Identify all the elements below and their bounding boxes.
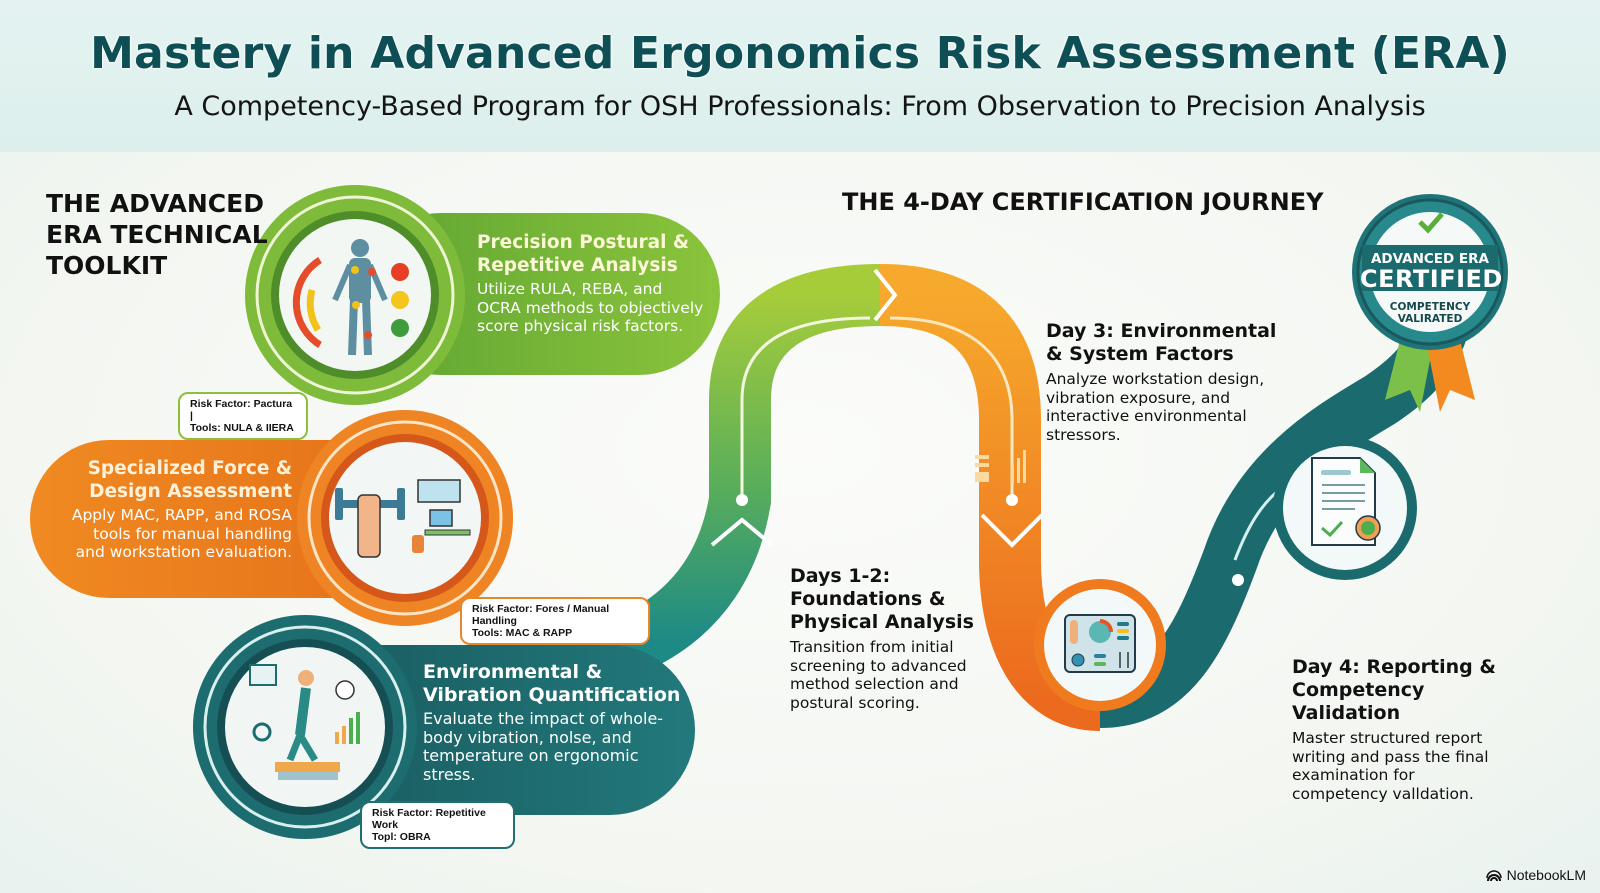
tag-tools: Topl: OBRA <box>372 831 431 843</box>
module-description: Utilize RULA, REBA, and OCRA methods to … <box>477 280 704 335</box>
module-description: Evaluate the impact of whole-body vibrat… <box>423 709 664 784</box>
brand-label: NotebookLM <box>1506 867 1586 883</box>
tag-risk-factor: Risk Factor: Fores / Manual Handling <box>472 603 610 627</box>
vibration-platform-icon <box>249 664 360 780</box>
module-title: Precision Postural & Repetitive Analysis <box>477 232 690 276</box>
notebooklm-logo-icon <box>1485 870 1502 882</box>
page-subtitle: A Competency-Based Program for OSH Profe… <box>174 91 1426 122</box>
journey-stage-days-1-2: Days 1-2: Foundations & Physical Analysi… <box>790 565 1000 712</box>
stage-title: Day 3: Environmental & System Factors <box>1046 320 1277 365</box>
tag-tools: Tools: NULA & IIERA <box>190 422 294 434</box>
module-force-design: Specialized Force & Design Assessment Ap… <box>62 457 292 562</box>
risk-factor-tag: Risk Factor: Pactura | Tools: NULA & IIE… <box>178 392 308 440</box>
tag-tools: Tools: MAC & RAPP <box>472 627 573 639</box>
toolkit-heading: THE ADVANCED ERA TECHNICAL TOOLKIT <box>46 189 268 280</box>
body-posture-risk-icon <box>292 239 409 356</box>
certification-badge <box>1352 194 1508 412</box>
journey-stage-day-3: Day 3: Environmental & System Factors An… <box>1046 320 1286 444</box>
journey-stage-day-4: Day 4: Reporting & Competency Validation… <box>1292 656 1507 803</box>
stage-description: Master structured report writing and pas… <box>1292 729 1489 803</box>
module-title: Environmental & Vibration Quantification <box>423 661 681 706</box>
dumbbell-workstation-icon <box>335 479 471 558</box>
environment-control-panel-icon <box>1034 579 1166 711</box>
stage-title: Day 4: Reporting & Competency Validation <box>1292 656 1496 724</box>
notebooklm-brand: NotebookLM <box>1485 867 1586 883</box>
module-title: Specialized Force & Design Assessment <box>87 458 292 502</box>
page-title: Mastery in Advanced Ergonomics Risk Asse… <box>90 28 1510 79</box>
module-postural-analysis: Precision Postural & Repetitive Analysis… <box>477 231 707 336</box>
badge-line-3: COMPETENCY VALIRATED <box>1389 301 1471 325</box>
tag-risk-factor: Risk Factor: Pactura | <box>190 398 293 422</box>
certified-report-icon <box>1273 436 1417 580</box>
module-description: Apply MAC, RAPP, and ROSA tools for manu… <box>71 506 292 561</box>
journey-heading: THE 4-DAY CERTIFICATION JOURNEY <box>842 188 1324 216</box>
risk-factor-tag: Risk Factor: Repetitive Work Topl: OBRA <box>360 801 515 849</box>
stage-description: Transition from initial screening to adv… <box>790 638 967 712</box>
stage-description: Analyze workstation design, vibration ex… <box>1046 370 1265 444</box>
module-environment-vibration: Environmental & Vibration Quantification… <box>423 661 683 784</box>
badge-line-1: ADVANCED ERA <box>1370 251 1490 267</box>
header-banner <box>0 0 1600 152</box>
stage-title: Days 1-2: Foundations & Physical Analysi… <box>790 565 974 633</box>
tag-risk-factor: Risk Factor: Repetitive Work <box>372 807 486 831</box>
badge-line-2: CERTIFIED <box>1360 265 1503 293</box>
risk-factor-tag: Risk Factor: Fores / Manual Handling Too… <box>460 597 650 645</box>
